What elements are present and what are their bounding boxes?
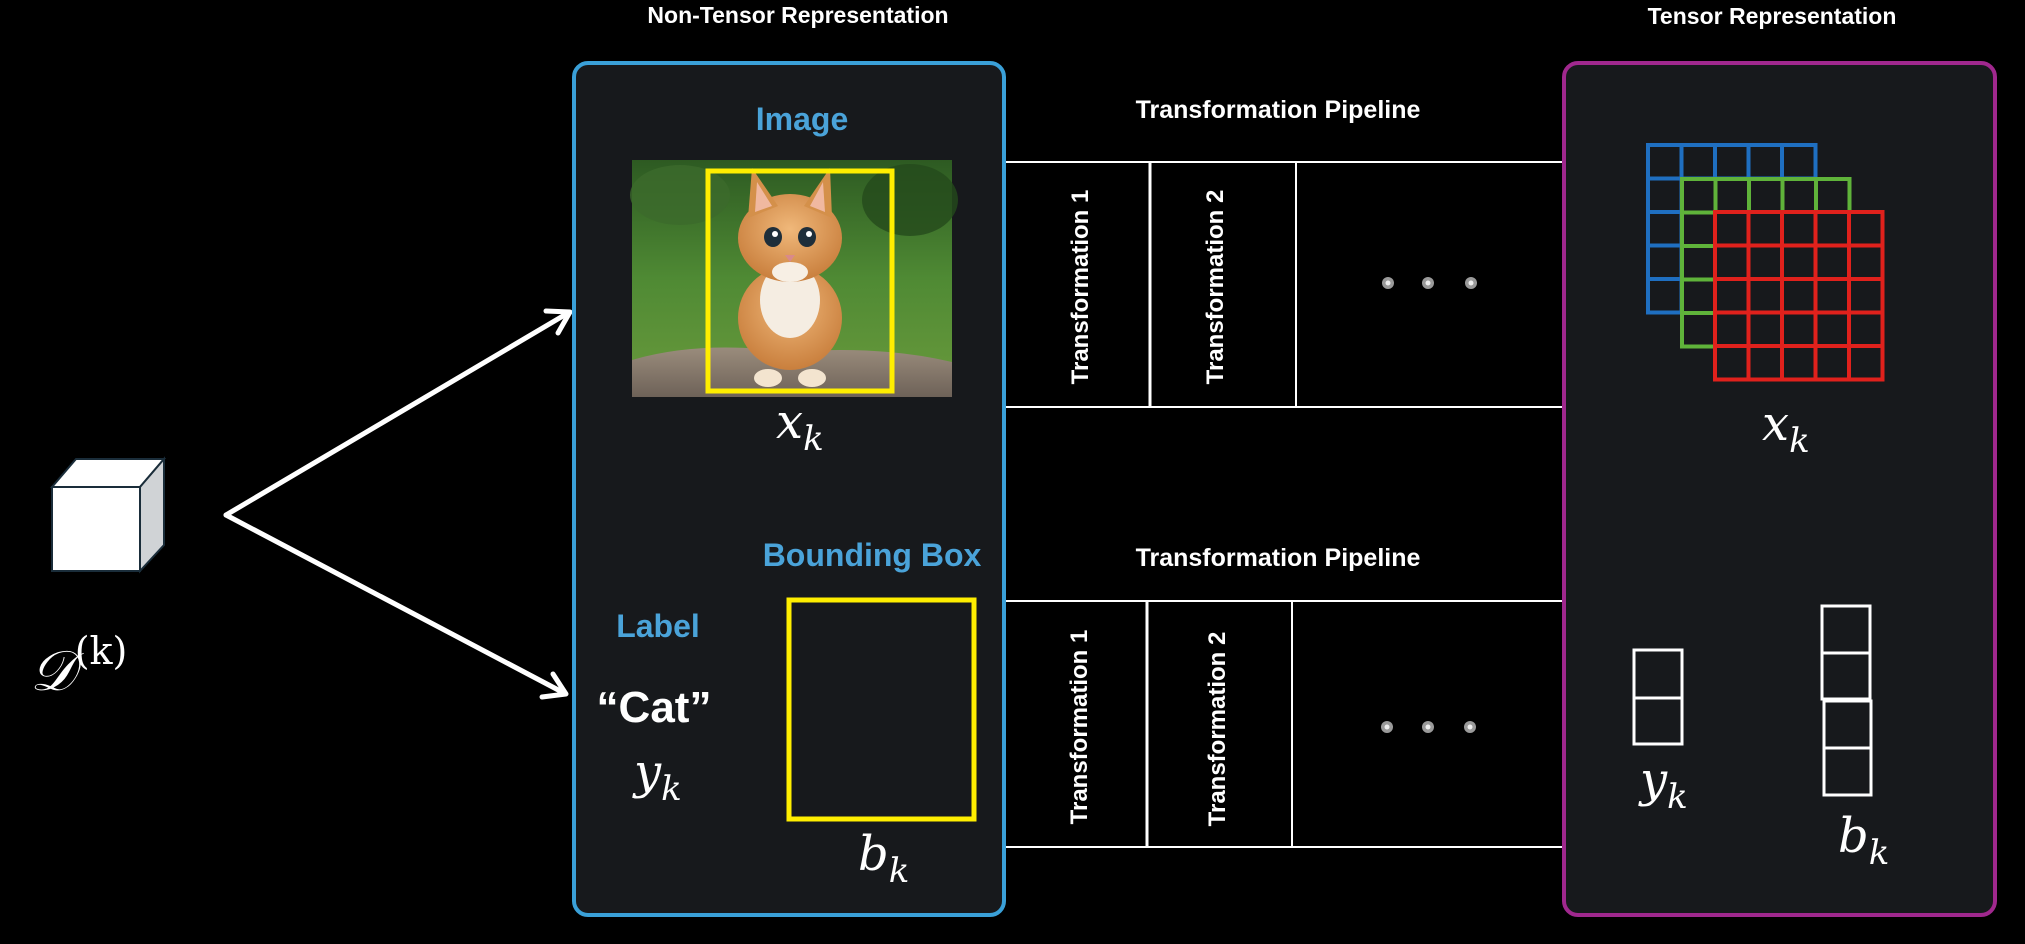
pipeline-step: Transformation 1 xyxy=(1067,190,1094,385)
label-label: Label xyxy=(616,608,700,644)
tensor-y-symbol: yk xyxy=(1638,752,1688,817)
label-symbol: yk xyxy=(632,744,682,809)
pipeline-step: Transformation 2 xyxy=(1204,632,1231,827)
tensor-x-symbol: xk xyxy=(1762,396,1810,461)
bbox-symbol: bk xyxy=(858,826,909,891)
ellipsis-icon xyxy=(1381,721,1476,733)
bounding-box-shape xyxy=(786,597,977,822)
pipeline-title: Transformation Pipeline xyxy=(1136,544,1421,572)
cat-image xyxy=(630,160,958,397)
label-value: “Cat” xyxy=(597,683,712,732)
tensor-grid-red xyxy=(1713,210,1885,382)
dataset-cube-icon xyxy=(49,456,167,574)
arrow-to-label xyxy=(223,512,567,696)
tensor-header: Tensor Representation xyxy=(1648,3,1897,29)
ellipsis-icon xyxy=(1382,277,1477,289)
image-label: Image xyxy=(756,101,848,137)
arrowhead-bottom xyxy=(539,671,569,700)
b-vector-icon xyxy=(1820,604,1873,797)
pipeline-title: Transformation Pipeline xyxy=(1136,96,1421,124)
split-arrows xyxy=(223,308,573,700)
bounding-box-label: Bounding Box xyxy=(763,537,982,573)
arrow-to-image xyxy=(223,310,571,518)
image-symbol: xk xyxy=(776,394,824,459)
pipeline-top: Transformation Pipeline Transformation 1… xyxy=(1006,96,1562,408)
non-tensor-header: Non-Tensor Representation xyxy=(647,2,948,28)
image-bounding-box xyxy=(705,168,895,394)
tensor-b-symbol: bk xyxy=(1838,808,1889,873)
arrowhead-top xyxy=(543,308,573,336)
pipeline-bottom: Transformation Pipeline Transformation 1… xyxy=(1006,544,1562,848)
pipeline-step: Transformation 2 xyxy=(1202,190,1229,385)
pipeline-step: Transformation 1 xyxy=(1066,630,1093,825)
dataset-symbol: 𝒟(k) xyxy=(30,629,127,704)
y-vector-icon xyxy=(1632,648,1684,746)
